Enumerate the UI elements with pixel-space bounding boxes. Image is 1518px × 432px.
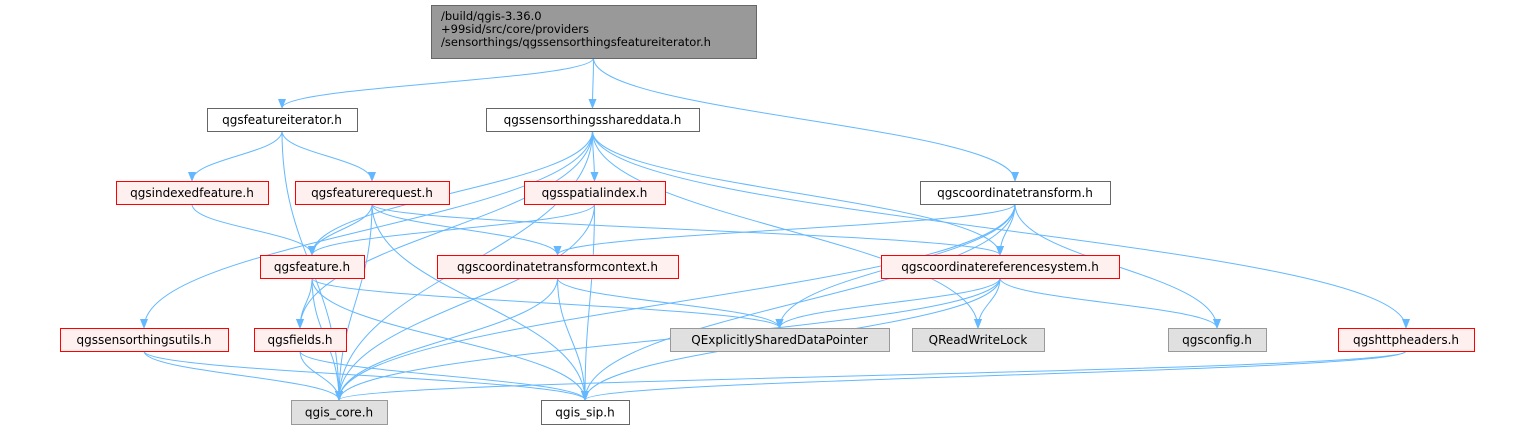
node-featureiterator[interactable]: qgsfeatureiterator.h	[207, 108, 358, 132]
edge-shareddata-to-fields	[296, 130, 593, 329]
node-coordtransform[interactable]: qgscoordinatetransform.h	[920, 181, 1111, 205]
node-label: qgis_sip.h	[555, 406, 614, 420]
node-sip[interactable]: qgis_sip.h	[541, 400, 630, 425]
node-label: qgis_core.h	[305, 406, 373, 420]
nodes: /build/qgis-3.36.0+99sid/src/core/provid…	[60, 5, 1475, 425]
node-label: qgsfeaturerequest.h	[311, 186, 433, 200]
edge-feature-to-esdp	[311, 277, 784, 329]
edge-crs-to-rwlock	[974, 277, 1001, 329]
node-box	[431, 5, 757, 59]
node-box	[486, 108, 700, 132]
node-box	[291, 400, 388, 425]
edge-fields-to-sip	[299, 350, 589, 401]
node-box	[60, 328, 229, 352]
node-core[interactable]: qgis_core.h	[291, 400, 388, 425]
node-box	[116, 181, 269, 205]
node-rwlock[interactable]: QReadWriteLock	[912, 328, 1045, 352]
node-box	[1338, 328, 1475, 352]
node-stutils[interactable]: qgssensorthingsutils.h	[60, 328, 229, 352]
edges	[140, 57, 1410, 401]
node-feature[interactable]: qgsfeature.h	[260, 255, 365, 279]
node-label: qgsfields.h	[267, 333, 332, 347]
edge-coordtransform-to-sip	[581, 203, 1016, 401]
node-label: qgsindexedfeature.h	[130, 186, 254, 200]
node-label: qgscoordinatetransformcontext.h	[457, 260, 658, 274]
node-box	[881, 255, 1120, 279]
node-label: /build/qgis-3.36.0	[441, 9, 542, 23]
edge-spatialindex-to-feature	[308, 203, 595, 256]
node-box	[437, 255, 679, 279]
edge-shareddata-to-httpheaders	[592, 130, 1410, 329]
node-box	[912, 328, 1045, 352]
node-box	[1168, 328, 1267, 352]
edge-featurerequest-to-sip	[371, 203, 589, 401]
node-label: qgscoordinatetransform.h	[937, 186, 1093, 200]
node-box	[541, 400, 630, 425]
node-label: qgscoordinatereferencesystem.h	[901, 260, 1099, 274]
node-httpheaders[interactable]: qgshttpheaders.h	[1338, 328, 1475, 352]
node-spatialindex[interactable]: qgsspatialindex.h	[524, 181, 666, 205]
edge-coordtransform-to-ctcontext	[553, 203, 1016, 256]
edge-featurerequest-to-feature	[308, 203, 373, 256]
node-featurerequest[interactable]: qgsfeaturerequest.h	[295, 181, 450, 205]
node-label: qgsconfig.h	[1182, 333, 1252, 347]
node-config[interactable]: qgsconfig.h	[1168, 328, 1267, 352]
edge-ctcontext-to-sip	[557, 277, 589, 401]
node-label: qgssensorthingsshareddata.h	[504, 113, 682, 127]
edge-featureiterator-to-featurerequest	[281, 130, 376, 182]
node-label: qgsfeatureiterator.h	[222, 113, 342, 127]
edge-crs-to-config	[999, 277, 1221, 329]
edge-root-to-featureiterator	[278, 57, 594, 109]
edge-httpheaders-to-sip	[581, 350, 1407, 401]
node-box	[260, 255, 365, 279]
node-box	[670, 328, 890, 352]
node-label: qgsfeature.h	[274, 260, 350, 274]
edge-httpheaders-to-core	[335, 350, 1407, 401]
edge-crs-to-esdp	[775, 277, 1001, 329]
node-box	[524, 181, 666, 205]
node-label: QExplicitlySharedDataPointer	[691, 333, 868, 347]
node-esdp[interactable]: QExplicitlySharedDataPointer	[670, 328, 890, 352]
edge-coordtransform-to-core	[335, 203, 1016, 401]
node-label: qgsspatialindex.h	[542, 186, 648, 200]
node-fields[interactable]: qgsfields.h	[254, 328, 347, 352]
edge-stutils-to-sip	[143, 350, 589, 401]
node-root[interactable]: /build/qgis-3.36.0+99sid/src/core/provid…	[431, 5, 757, 59]
node-label: +99sid/src/core/providers	[441, 22, 589, 36]
edge-crs-to-core	[335, 277, 1001, 401]
edge-shareddata-to-stutils	[140, 130, 593, 329]
edge-shareddata-to-crs	[592, 130, 1004, 256]
node-label: qgshttpheaders.h	[1353, 333, 1459, 347]
node-shareddata[interactable]: qgssensorthingsshareddata.h	[486, 108, 700, 132]
edge-ctcontext-to-core	[335, 277, 558, 401]
edge-shareddata-to-feature	[308, 130, 593, 256]
node-ctcontext[interactable]: qgscoordinatetransformcontext.h	[437, 255, 679, 279]
node-label: qgssensorthingsutils.h	[76, 333, 211, 347]
edge-root-to-shareddata	[588, 57, 597, 109]
edge-spatialindex-to-sip	[581, 203, 595, 401]
node-label: /sensorthings/qgssensorthingsfeatureiter…	[441, 35, 711, 49]
edge-indexedfeature-to-feature	[191, 203, 316, 256]
node-indexedfeature[interactable]: qgsindexedfeature.h	[116, 181, 269, 205]
edge-stutils-to-core	[143, 350, 343, 401]
edge-featurerequest-to-core	[335, 203, 373, 401]
node-box	[207, 108, 358, 132]
node-label: QReadWriteLock	[929, 333, 1028, 347]
node-box	[920, 181, 1111, 205]
node-box	[295, 181, 450, 205]
edge-feature-to-fields	[296, 277, 313, 329]
edge-featurerequest-to-crs	[371, 203, 1004, 256]
node-crs[interactable]: qgscoordinatereferencesystem.h	[881, 255, 1120, 279]
node-box	[254, 328, 347, 352]
edge-featureiterator-to-indexedfeature	[188, 130, 283, 182]
edge-spatialindex-to-core	[335, 203, 595, 401]
edge-ctcontext-to-esdp	[557, 277, 784, 329]
edge-root-to-coordtransform	[593, 57, 1019, 182]
